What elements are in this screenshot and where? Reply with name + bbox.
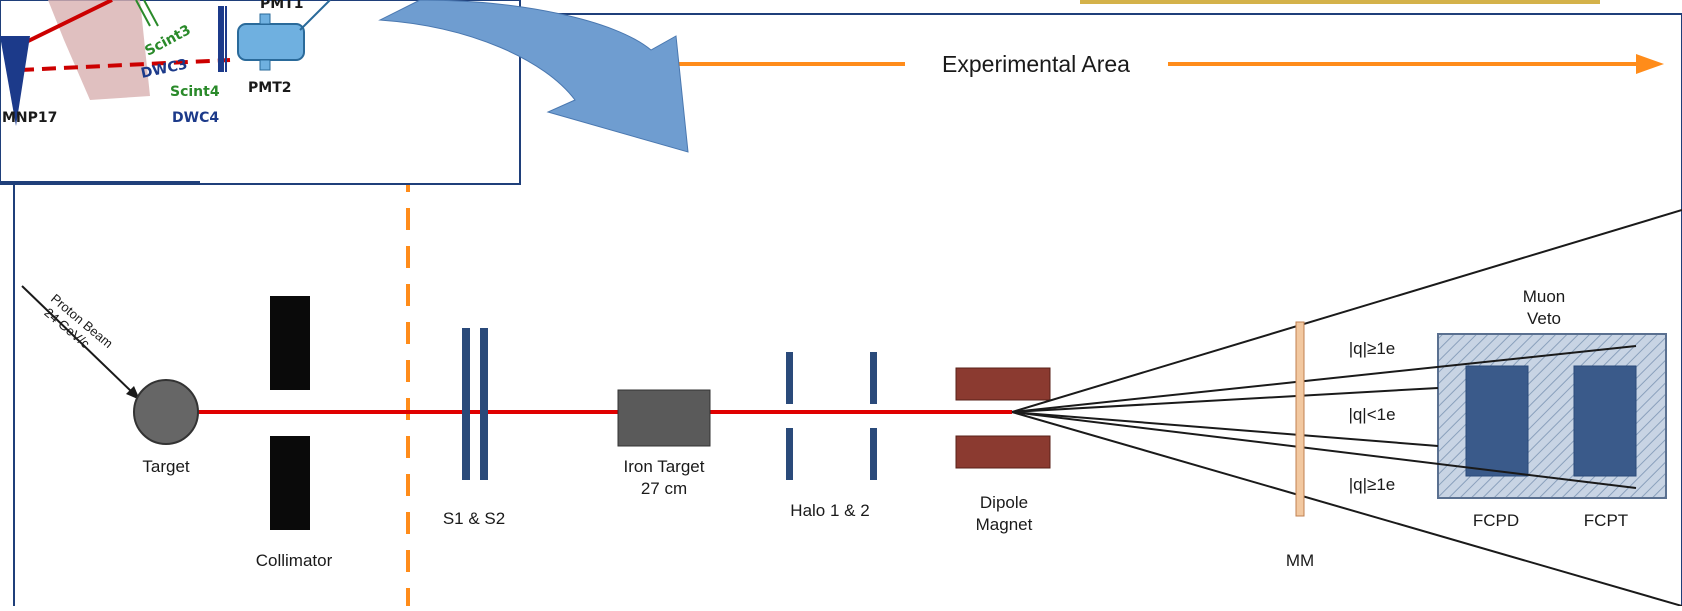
- scintillator-s1: [462, 328, 470, 480]
- muon-veto-label-1: Muon: [1523, 287, 1566, 306]
- charge-label-middle: |q|<1e: [1348, 405, 1395, 424]
- inset-label-dwc4: DWC4: [172, 110, 219, 126]
- target-circle: [133, 379, 199, 445]
- fcpd-label: FCPD: [1473, 511, 1519, 530]
- inset-dwc-bar: [218, 6, 224, 72]
- scintillator-s2: [480, 328, 488, 480]
- halo-1-lower: [786, 428, 793, 480]
- halo-1-upper: [786, 352, 793, 404]
- charge-label-lower: |q|≥1e: [1349, 475, 1396, 494]
- iron-target: [617, 389, 711, 447]
- halo-2-lower: [870, 428, 877, 480]
- inset-label-mnp17: MNP17: [2, 110, 57, 126]
- dipole-label-1: Dipole: [980, 493, 1028, 512]
- inset-dashed-beam: [19, 58, 231, 72]
- mm-label: MM: [1286, 551, 1314, 570]
- dipole-label-2: Magnet: [976, 515, 1033, 534]
- halo-label: Halo 1 & 2: [790, 501, 869, 520]
- big-curved-arrow: [378, 0, 689, 153]
- mm-bar: [1295, 321, 1305, 517]
- experimental-area-arrow-head: [1636, 54, 1664, 74]
- trajectory-upper: [1011, 345, 1637, 413]
- inset-pmt-cable: [299, 0, 331, 31]
- dipole-magnet-upper: [955, 367, 1051, 401]
- top-yellow-strip: [1080, 0, 1600, 4]
- experimental-area-label: Experimental Area: [942, 51, 1130, 77]
- inset-pmt-cap-bottom: [259, 59, 271, 71]
- fcpt-detector: [1573, 365, 1637, 477]
- trajectory-middle-lower: [1011, 411, 1439, 447]
- s1-s2-label: S1 & S2: [443, 509, 505, 528]
- dipole-magnet-lower: [955, 435, 1051, 469]
- inset-label-pmt2: PMT2: [248, 80, 291, 96]
- trajectory-outer-top: [1011, 209, 1682, 413]
- iron-target-label-2: 27 cm: [641, 479, 687, 498]
- collimator-lower: [270, 436, 310, 530]
- inset-blue-wedge: [0, 36, 30, 126]
- halo-2-upper: [870, 352, 877, 404]
- inset-label-scint4: Scint4: [170, 84, 220, 100]
- trajectory-middle-upper: [1011, 387, 1439, 413]
- fcpd-detector: [1465, 365, 1529, 477]
- muon-veto-label-2: Veto: [1527, 309, 1561, 328]
- iron-target-label-1: Iron Target: [624, 457, 705, 476]
- collimator-upper: [270, 296, 310, 390]
- inset-label-pmt1: PMT1: [260, 0, 303, 12]
- target-label: Target: [142, 457, 190, 476]
- collimator-label: Collimator: [256, 551, 333, 570]
- inset-red-line: [17, 0, 113, 48]
- proton-beam-arrowhead: [126, 386, 140, 400]
- inset-pmt: [237, 23, 305, 61]
- fcpt-label: FCPT: [1584, 511, 1628, 530]
- inset-green-slash-1: [135, 0, 151, 27]
- inset-pmt-cap-top: [259, 13, 271, 25]
- experimental-area-frame: [13, 13, 1682, 611]
- inset-green-slash-2: [143, 0, 159, 27]
- trajectory-lower: [1011, 411, 1637, 489]
- charge-label-upper: |q|≥1e: [1349, 339, 1396, 358]
- proton-beam-arrow: [21, 285, 135, 395]
- trajectory-outer-bottom: [1011, 411, 1682, 607]
- inset-pink-block: [48, 0, 150, 100]
